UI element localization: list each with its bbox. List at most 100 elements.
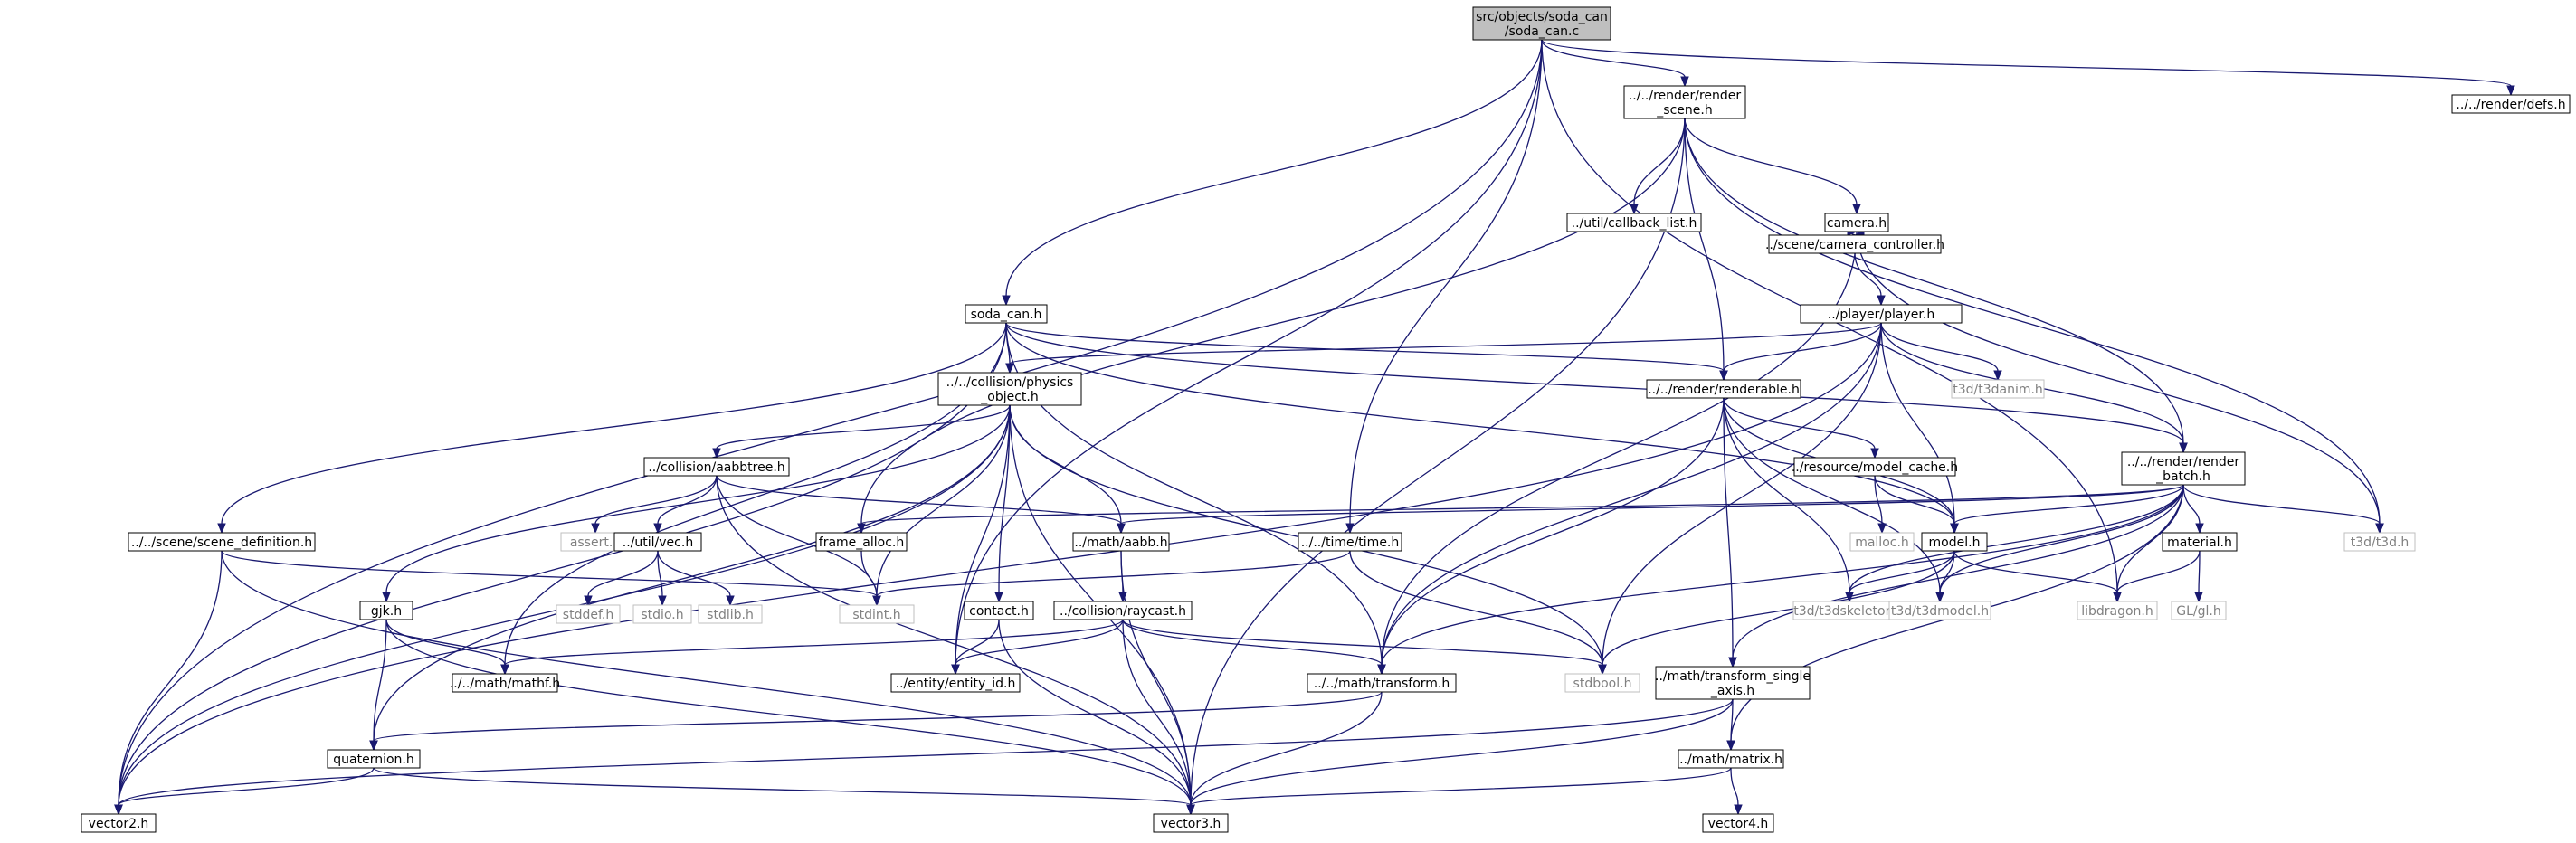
node-box bbox=[964, 601, 1034, 620]
node-camera[interactable]: camera.h bbox=[1824, 213, 1889, 232]
node-box bbox=[327, 749, 421, 769]
node-stdio[interactable]: stdio.h bbox=[632, 604, 692, 624]
node-soda_can_h[interactable]: soda_can.h bbox=[965, 304, 1048, 324]
node-renderable[interactable]: ../../render/renderable.h bbox=[1646, 379, 1801, 399]
node-util_vec[interactable]: ../util/vec.h bbox=[613, 532, 702, 552]
arrowhead bbox=[2194, 592, 2203, 603]
node-mathf[interactable]: ../../math/mathf.h bbox=[450, 673, 560, 693]
arrowhead bbox=[1877, 295, 1886, 307]
node-glgl[interactable]: GL/gl.h bbox=[2171, 601, 2227, 620]
edge-render_batch-to-t3d bbox=[2182, 484, 2384, 535]
node-label: ../resource/model_cache.h bbox=[1792, 460, 1958, 475]
node-label: ../collision/raycast.h bbox=[1060, 604, 1186, 619]
edge-soda_can_h-to-renderable bbox=[1005, 322, 1728, 382]
node-label: vector4.h bbox=[1708, 817, 1769, 831]
node-contact[interactable]: contact.h bbox=[964, 601, 1034, 620]
node-model_cache[interactable]: ../resource/model_cache.h bbox=[1792, 457, 1958, 477]
node-label: _scene.h bbox=[1656, 103, 1712, 118]
node-label: ../../math/mathf.h bbox=[450, 677, 560, 691]
node-gjk[interactable]: gjk.h bbox=[359, 601, 413, 620]
node-t3d[interactable]: t3d/t3d.h bbox=[2343, 532, 2416, 552]
node-vector2[interactable]: vector2.h bbox=[81, 813, 157, 833]
node-vector4[interactable]: vector4.h bbox=[1702, 813, 1774, 833]
node-quaternion[interactable]: quaternion.h bbox=[327, 749, 421, 769]
node-vector3[interactable]: vector3.h bbox=[1153, 813, 1229, 833]
node-label: GL/gl.h bbox=[2176, 604, 2220, 619]
node-box bbox=[1951, 379, 2045, 399]
node-label: assert.h bbox=[570, 535, 621, 550]
node-frame_alloc[interactable]: frame_alloc.h bbox=[815, 532, 908, 552]
edge-aabbtree-to-util_vec bbox=[653, 475, 718, 535]
edge-quaternion-to-vector3 bbox=[373, 767, 1195, 816]
node-stdint[interactable]: stdint.h bbox=[839, 604, 915, 624]
node-box bbox=[2121, 451, 2246, 486]
node-assert[interactable]: assert.h bbox=[560, 532, 631, 552]
node-player[interactable]: ../player/player.h bbox=[1800, 304, 1963, 324]
edge-gjk-to-vector3 bbox=[385, 619, 1195, 816]
node-box bbox=[1564, 673, 1640, 693]
node-camera_controller[interactable]: ../scene/camera_controller.h bbox=[1765, 234, 1944, 254]
node-matrix[interactable]: ../math/matrix.h bbox=[1678, 749, 1784, 769]
arrowhead bbox=[1950, 523, 1959, 535]
node-label: _object.h bbox=[980, 390, 1038, 404]
edge-gjk-to-mathf bbox=[385, 619, 509, 676]
node-label: quaternion.h bbox=[333, 753, 413, 767]
node-render_defs[interactable]: ../../render/defs.h bbox=[2451, 94, 2571, 114]
arrowhead bbox=[369, 740, 378, 752]
node-t3danim[interactable]: t3d/t3danim.h bbox=[1951, 379, 2045, 399]
node-box bbox=[1921, 532, 1988, 552]
edge-root-to-render_defs bbox=[1541, 39, 2515, 97]
edge-physics_object-to-aabbtree bbox=[712, 404, 1011, 459]
node-model[interactable]: model.h bbox=[1921, 532, 1988, 552]
node-material[interactable]: material.h bbox=[2162, 532, 2238, 552]
node-libdragon[interactable]: libdragon.h bbox=[2077, 601, 2158, 620]
node-render_batch[interactable]: ../../render/render_batch.h bbox=[2121, 451, 2246, 486]
arrowhead bbox=[1005, 363, 1014, 374]
node-box bbox=[359, 601, 413, 620]
node-t3dmodel[interactable]: t3d/t3dmodel.h bbox=[1888, 601, 1991, 620]
node-time[interactable]: ../../time/time.h bbox=[1298, 532, 1402, 552]
edge-transform-to-quaternion bbox=[369, 691, 1383, 752]
node-root[interactable]: src/objects/soda_can/soda_can.c bbox=[1472, 6, 1611, 41]
node-label: _batch.h bbox=[2155, 469, 2210, 484]
node-stddef[interactable]: stddef.h bbox=[556, 604, 621, 624]
node-box bbox=[556, 604, 621, 624]
node-box bbox=[1566, 213, 1702, 232]
edge-player-to-renderable bbox=[1719, 322, 1882, 382]
node-entity_id[interactable]: ../entity/entity_id.h bbox=[890, 673, 1021, 693]
node-label: ../../math/transform.h bbox=[1314, 677, 1450, 691]
arrowhead bbox=[584, 595, 593, 607]
arrowhead bbox=[951, 664, 960, 676]
node-math_aabb[interactable]: ../math/aabb.h bbox=[1072, 532, 1170, 552]
node-label: ../../render/defs.h bbox=[2456, 98, 2565, 112]
node-aabbtree[interactable]: ../collision/aabbtree.h bbox=[643, 457, 790, 477]
arrowhead bbox=[1598, 664, 1607, 676]
node-box bbox=[613, 532, 702, 552]
node-stdlib[interactable]: stdlib.h bbox=[698, 604, 763, 624]
node-physics_object[interactable]: ../../collision/physics_object.h bbox=[937, 372, 1082, 406]
edge-soda_can_h-to-scene_definition bbox=[217, 322, 1007, 535]
node-t3dskeleton[interactable]: t3d/t3dskeleton.h bbox=[1792, 601, 1906, 620]
node-render_scene[interactable]: ../../render/render_scene.h bbox=[1623, 85, 1746, 119]
node-scene_definition[interactable]: ../../scene/scene_definition.h bbox=[128, 532, 316, 552]
node-box bbox=[1307, 673, 1457, 693]
node-stdbool[interactable]: stdbool.h bbox=[1564, 673, 1640, 693]
node-transform_single[interactable]: ../math/transform_single_axis.h bbox=[1655, 666, 1811, 700]
edge-render_batch-to-transform bbox=[1377, 484, 2184, 676]
arrowhead bbox=[1734, 804, 1743, 816]
node-box bbox=[128, 532, 316, 552]
node-raycast[interactable]: ../collision/raycast.h bbox=[1053, 601, 1193, 620]
edge-matrix-to-vector3 bbox=[1186, 767, 1732, 816]
node-callback_list[interactable]: ../util/callback_list.h bbox=[1566, 213, 1702, 232]
edge-math_aabb-to-vector3 bbox=[1120, 550, 1195, 816]
node-transform[interactable]: ../../math/transform.h bbox=[1307, 673, 1457, 693]
arrowhead bbox=[1870, 448, 1879, 459]
edge-render_scene-to-callback_list bbox=[1630, 118, 1686, 215]
edge-camera_controller-to-player bbox=[1854, 252, 1886, 307]
node-box bbox=[1824, 213, 1889, 232]
edge-util_vec-to-stddef bbox=[584, 550, 659, 607]
node-malloc[interactable]: malloc.h bbox=[1849, 532, 1915, 552]
node-label: ../../time/time.h bbox=[1301, 535, 1400, 550]
edge-quaternion-to-vector2 bbox=[114, 767, 375, 816]
